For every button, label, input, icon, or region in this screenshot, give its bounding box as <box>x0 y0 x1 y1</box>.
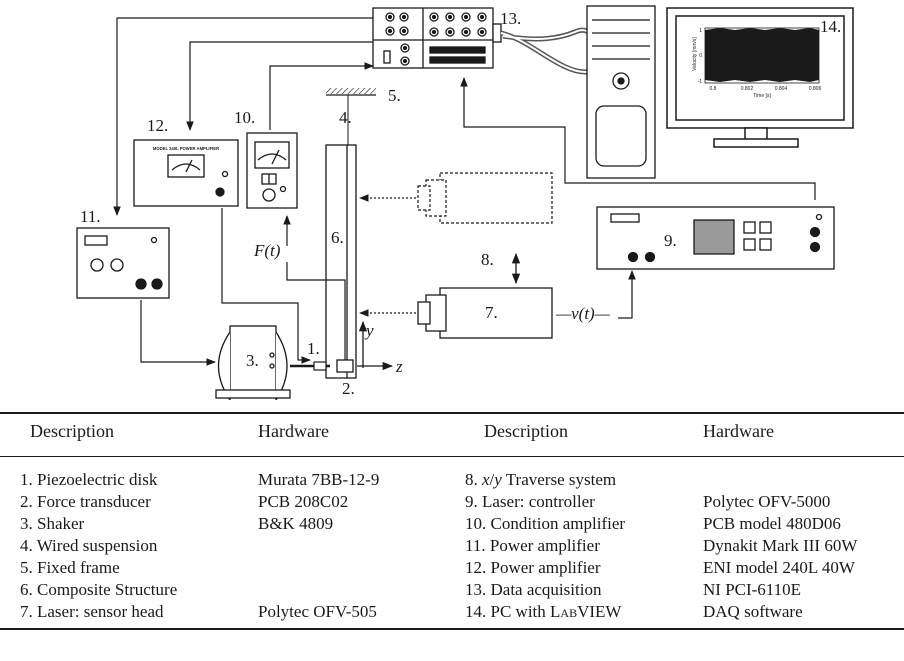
label-2: 2. <box>342 379 355 398</box>
row-hardware: Polytec OFV-5000 <box>703 492 831 511</box>
row-hardware: Murata 7BB-12-9 <box>258 470 380 489</box>
row-hardware: PCB 208C02 <box>258 492 349 511</box>
row-hardware: DAQ software <box>703 602 803 621</box>
label-13: 13. <box>500 9 521 28</box>
label-10: 10. <box>234 108 255 127</box>
data-acquisition-box <box>372 7 502 69</box>
row-hardware: Polytec OFV-505 <box>258 602 377 621</box>
row-description: 3. Shaker <box>20 514 85 533</box>
table-top-rule <box>0 412 904 414</box>
table-bottom-rule <box>0 628 904 630</box>
laser-head-ghost <box>417 172 553 224</box>
table-header-rule <box>0 456 904 457</box>
pc-tower <box>586 5 656 179</box>
label-6: 6. <box>331 228 344 247</box>
axis-z-label: z <box>395 357 403 376</box>
row-description: 10. Condition amplifier <box>465 514 626 533</box>
line-velocity-signal <box>618 270 636 319</box>
label-3: 3. <box>246 351 259 370</box>
plot-ytick: 0 <box>699 53 702 59</box>
label-8: 8. <box>481 250 494 269</box>
row-description: 6. Composite Structure <box>20 580 178 599</box>
row-description: 7. Laser: sensor head <box>20 602 164 621</box>
header-description-1: Description <box>30 421 114 441</box>
line-cond-to-daq <box>269 62 374 130</box>
line-ctrl-to-daq <box>460 77 816 200</box>
row-hardware: B&K 4809 <box>258 514 334 533</box>
row-hardware: ENI model 240L 40W <box>703 558 855 577</box>
header-hardware-2: Hardware <box>703 421 774 441</box>
shaker <box>215 325 291 400</box>
row-description: 8. x/y Traverse system <box>465 470 617 489</box>
velocity-signal-label: —v(t)— <box>555 304 611 323</box>
row-description: 11. Power amplifier <box>465 536 600 555</box>
label-9: 9. <box>664 231 677 250</box>
composite-structure <box>325 144 357 379</box>
amp-panel-label: MODEL 240L POWER AMPLIFIER <box>153 146 219 151</box>
laser-sensor-head <box>417 287 553 339</box>
row-description: 14. PC with LabVIEW <box>465 602 622 621</box>
axis-y-label: y <box>364 321 374 340</box>
row-hardware: NI PCI-6110E <box>703 580 802 599</box>
label-14: 14. <box>820 17 841 36</box>
label-1: 1. <box>307 339 320 358</box>
row-description: 2. Force transducer <box>20 492 151 511</box>
velocity-plot: Velocity [mm/s] 1 0 -1 0.8 0.802 0.804 0… <box>692 27 822 99</box>
line-daq-to-amp11 <box>113 17 373 216</box>
plot-xtick: 0.806 <box>809 86 822 92</box>
header-hardware-1: Hardware <box>258 421 329 441</box>
plot-ytick: 1 <box>699 28 702 34</box>
row-description: 9. Laser: controller <box>465 492 595 511</box>
row-description: 12. Power amplifier <box>465 558 601 577</box>
experimental-setup-diagram: Velocity [mm/s] 1 0 -1 0.8 0.802 0.804 0… <box>76 5 854 400</box>
row-description: 5. Fixed frame <box>20 558 120 577</box>
header-description-2: Description <box>484 421 568 441</box>
daq-cable <box>500 27 602 75</box>
row-description: 1. Piezoelectric disk <box>20 470 158 489</box>
force-transducer <box>336 359 354 373</box>
label-7: 7. <box>485 303 498 322</box>
row-description: 4. Wired suspension <box>20 536 158 555</box>
line-force-to-cond <box>286 262 346 360</box>
laser-controller <box>596 206 835 270</box>
row-hardware: Dynakit Mark III 60W <box>703 536 858 555</box>
plot-xtick: 0.804 <box>775 86 788 92</box>
label-5: 5. <box>388 86 401 105</box>
row-description: 13. Data acquisition <box>465 580 602 599</box>
line-amp11-to-shaker <box>140 300 216 366</box>
line-daq-to-amp12 <box>186 41 373 131</box>
fixed-frame <box>326 88 376 94</box>
label-11: 11. <box>80 207 101 226</box>
plot-xtick: 0.8 <box>710 86 717 92</box>
power-amplifier-11 <box>76 227 170 299</box>
force-signal-label: F(t) <box>253 241 281 260</box>
line-amp12-to-piezo <box>221 208 311 364</box>
plot-xtick: 0.802 <box>741 86 754 92</box>
piezo-disk <box>313 361 327 371</box>
row-hardware: PCB model 480D06 <box>703 514 841 533</box>
label-4: 4. <box>339 108 352 127</box>
plot-y-label: Velocity [mm/s] <box>692 37 698 71</box>
condition-amplifier <box>246 132 298 209</box>
plot-x-label: Time [s] <box>753 93 771 99</box>
power-amplifier-12 <box>133 139 239 207</box>
plot-ytick: -1 <box>698 79 703 85</box>
label-12: 12. <box>147 116 168 135</box>
